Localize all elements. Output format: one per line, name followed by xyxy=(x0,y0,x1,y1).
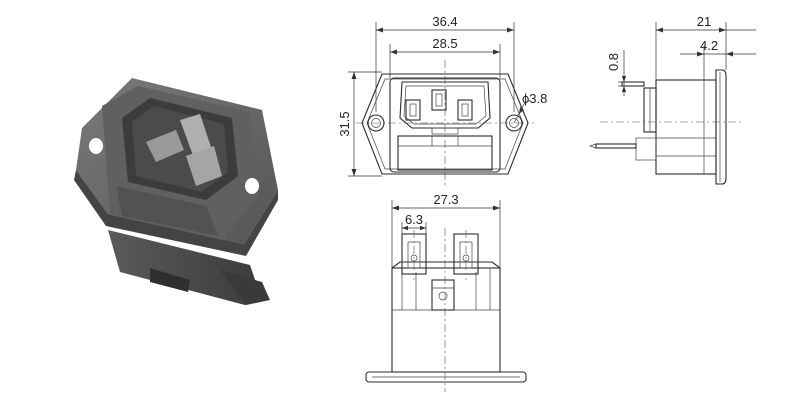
front-view: 36.4 28.5 31.5 ϕ3.8 xyxy=(337,14,547,186)
dim-width-inner: 28.5 xyxy=(432,36,457,51)
bottom-body xyxy=(391,267,501,373)
render-hole-right xyxy=(245,178,259,194)
side-pin-top xyxy=(621,81,645,87)
bottom-terminal-center xyxy=(431,279,455,311)
front-pin-center xyxy=(431,89,447,111)
render-pin-left xyxy=(146,130,184,162)
front-socket-recess xyxy=(399,81,491,129)
render-rear-body xyxy=(108,230,262,305)
dim-depth: 21 xyxy=(697,14,711,29)
render-fuse-drawer xyxy=(116,186,218,236)
side-flange xyxy=(715,69,727,185)
dim-hole-dia: ϕ3.8 xyxy=(522,91,547,106)
side-view: 21 4.2 0.8 xyxy=(588,14,756,185)
render-hole-left xyxy=(89,138,103,154)
render-rear-terminal xyxy=(150,268,190,292)
render-pin-center xyxy=(180,114,212,158)
side-body xyxy=(655,79,717,175)
bottom-flange xyxy=(365,371,527,383)
render-pin-right xyxy=(186,146,222,186)
dim-pin-offset: 6.3 xyxy=(405,212,423,227)
render-flange-edge xyxy=(74,170,278,256)
front-pin-right xyxy=(457,99,473,121)
dim-pin-thickness: 0.8 xyxy=(606,53,621,71)
dim-width-overall: 36.4 xyxy=(432,14,457,29)
render-rear-tab xyxy=(220,270,270,305)
dim-height: 31.5 xyxy=(337,111,352,136)
front-pin-left xyxy=(405,99,421,121)
bottom-view: 27.3 6.3 xyxy=(365,192,527,392)
dim-bottom-width: 27.3 xyxy=(433,192,458,207)
dim-flange: 4.2 xyxy=(700,38,718,53)
side-pin-bottom xyxy=(595,143,637,149)
isometric-render xyxy=(74,78,278,305)
